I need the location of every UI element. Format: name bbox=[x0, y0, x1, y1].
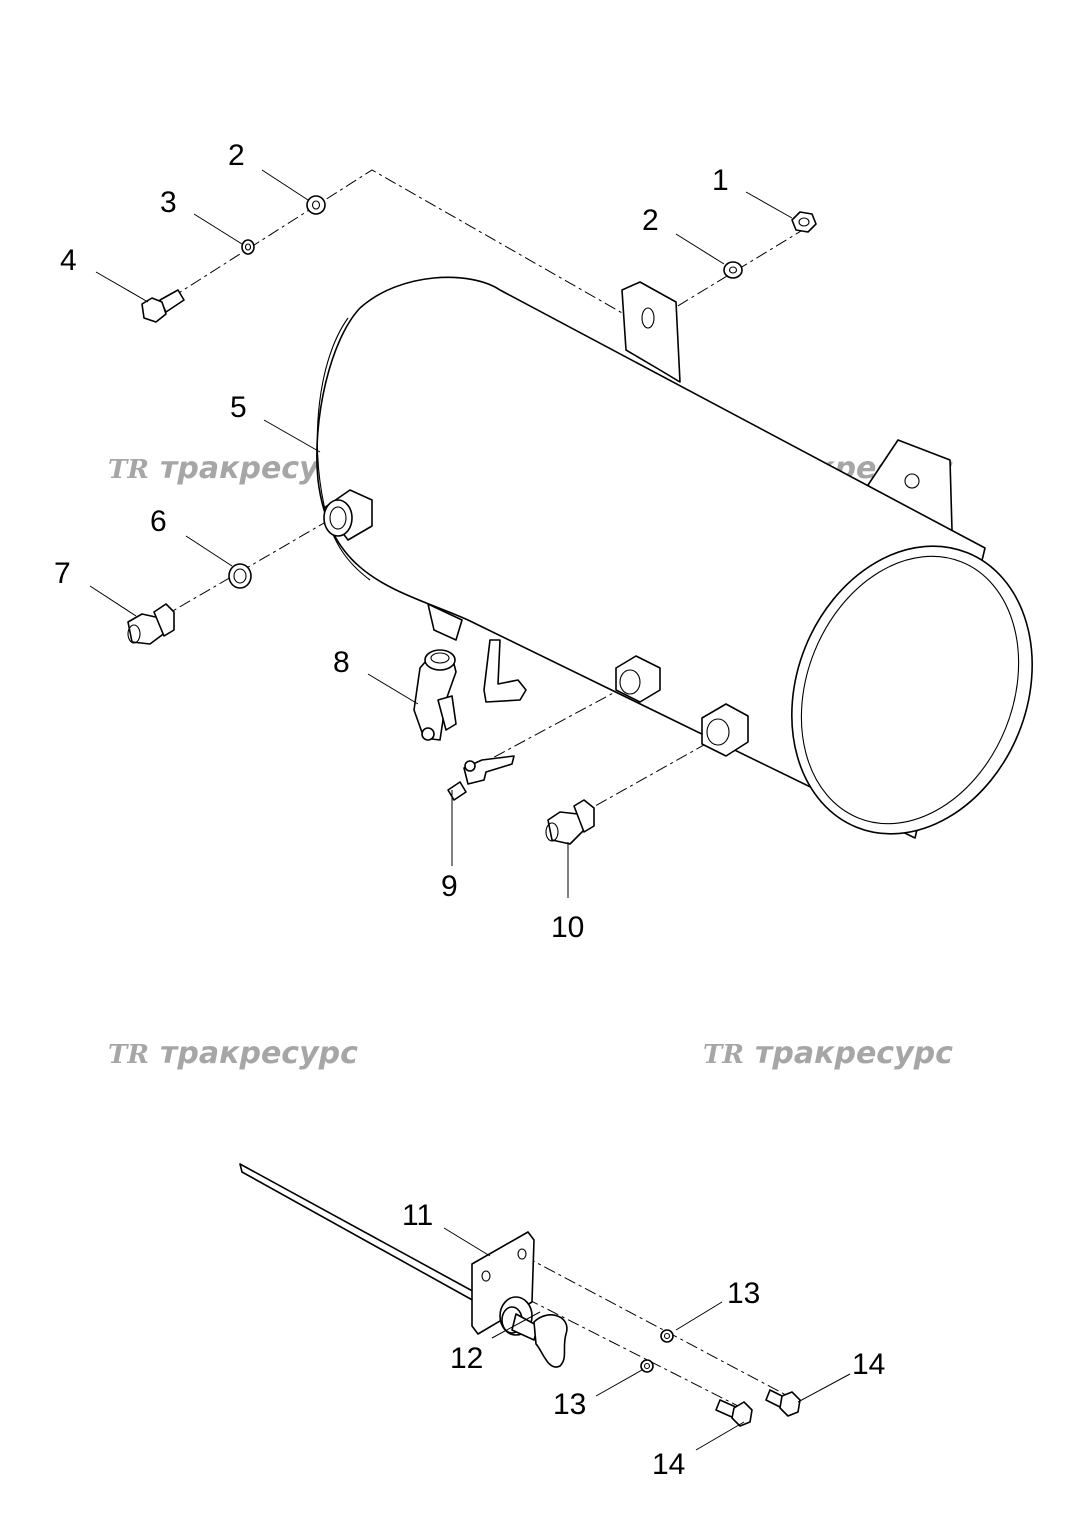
watermark-logo: TR bbox=[108, 1040, 149, 1070]
part-2-washer-right bbox=[723, 261, 743, 279]
watermark-text: тракресурс bbox=[160, 1036, 358, 1071]
tank-boss-plug bbox=[701, 703, 749, 757]
callout-3: 3 bbox=[160, 186, 177, 219]
part-10-plug bbox=[545, 799, 595, 845]
callout-10: 10 bbox=[551, 911, 584, 944]
centerline-bolt-to-bracket bbox=[151, 169, 639, 323]
part-8-drain-valve bbox=[413, 649, 457, 741]
tank-under-hook bbox=[483, 639, 527, 703]
bracket-slot bbox=[641, 307, 655, 329]
part-13-washer-upper bbox=[660, 1329, 674, 1343]
callout-7: 7 bbox=[54, 557, 71, 590]
callout-14-left: 14 bbox=[652, 1448, 685, 1481]
part-9-drain-cock bbox=[447, 755, 515, 801]
part-12-t-handle bbox=[499, 1296, 568, 1368]
callout-2-right: 2 bbox=[642, 204, 659, 237]
callout-1: 1 bbox=[712, 164, 729, 197]
air-receiver-tank bbox=[316, 276, 1033, 839]
watermark-bottom-left: TR тракресурс bbox=[108, 1036, 358, 1071]
control-rod bbox=[239, 1163, 479, 1303]
part-13-washer-lower bbox=[640, 1359, 654, 1373]
centerline-valve-to-boss bbox=[473, 683, 631, 769]
part-4-bolt bbox=[141, 289, 185, 323]
tank-drain-neck bbox=[427, 603, 463, 641]
tank-end-cap-rim bbox=[800, 555, 1020, 825]
part-14-bolt-left bbox=[715, 1399, 753, 1427]
part-2-washer-left bbox=[306, 195, 326, 215]
watermark-logo: TR bbox=[703, 1040, 744, 1070]
callout-5: 5 bbox=[230, 391, 247, 424]
tank-left-end-edge bbox=[316, 317, 371, 581]
part-7-drain-plug bbox=[127, 603, 175, 645]
part-3-lock-washer bbox=[241, 239, 255, 255]
watermark-text: тракресурс bbox=[755, 1036, 953, 1071]
callout-9: 9 bbox=[441, 870, 458, 903]
callout-6: 6 bbox=[150, 505, 167, 538]
watermark-logo: TR bbox=[108, 455, 149, 485]
tank-end-cap bbox=[791, 545, 1033, 835]
tank-front-bracket bbox=[621, 281, 681, 383]
callout-12: 12 bbox=[450, 1342, 483, 1375]
callout-4: 4 bbox=[60, 244, 77, 277]
tank-boss-left bbox=[323, 489, 373, 541]
leader-lines bbox=[89, 169, 851, 1451]
centerline-plug-to-boss bbox=[139, 515, 337, 631]
callout-14-right: 14 bbox=[852, 1348, 885, 1381]
callout-13-upper: 13 bbox=[727, 1277, 760, 1310]
tank-boss-valve bbox=[615, 655, 661, 703]
callout-8: 8 bbox=[333, 646, 350, 679]
centerline-bolt14-upper bbox=[523, 1255, 787, 1396]
part-6-o-ring bbox=[228, 563, 252, 589]
part-14-bolt-right bbox=[765, 1389, 801, 1417]
callout-11: 11 bbox=[402, 1199, 433, 1232]
callout-13-lower: 13 bbox=[553, 1388, 586, 1421]
callout-2-left: 2 bbox=[228, 139, 245, 172]
rear-bracket-bolt bbox=[904, 473, 920, 489]
part-11-control-cable-plate bbox=[239, 1163, 535, 1335]
watermark-bottom-right: TR тракресурс bbox=[703, 1036, 953, 1071]
part-1-nut bbox=[791, 211, 817, 233]
